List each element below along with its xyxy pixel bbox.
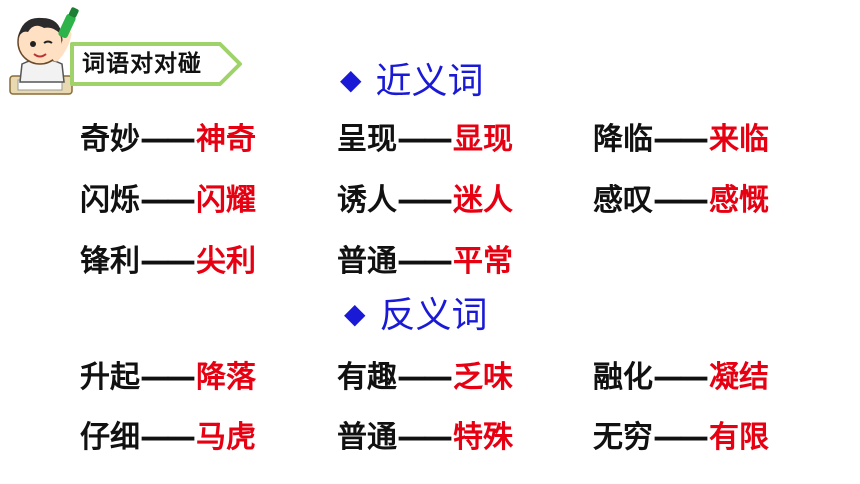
answer: 马虎 — [196, 420, 256, 455]
word-pair: 诱人——迷人 — [337, 179, 513, 223]
word: 诱人 — [337, 183, 397, 218]
dash: —— — [397, 183, 453, 218]
dash: —— — [653, 360, 709, 395]
badge-label: 词语对对碰 — [82, 51, 202, 77]
answer: 显现 — [453, 122, 513, 157]
word-pair: 有趣——乏味 — [337, 356, 513, 400]
word: 降临 — [593, 122, 653, 157]
word: 奇妙 — [80, 122, 140, 157]
word: 锋利 — [80, 244, 140, 279]
word-pair: 奇妙——神奇 — [80, 118, 256, 162]
dash: —— — [397, 420, 453, 455]
answer: 凝结 — [709, 360, 769, 395]
antonym-row: 仔细——马虎 普通——特殊 无穷——有限 — [0, 416, 860, 460]
answer: 尖利 — [196, 244, 256, 279]
dash: —— — [140, 244, 196, 279]
word-pair: 升起——降落 — [80, 356, 256, 400]
synonym-row: 闪烁——闪耀 诱人——迷人 感叹——感慨 — [0, 179, 860, 223]
synonym-row: 锋利——尖利 普通——平常 — [0, 240, 860, 284]
word: 感叹 — [593, 183, 653, 218]
word-pair: 普通——平常 — [337, 240, 513, 284]
answer: 闪耀 — [196, 183, 256, 218]
diamond-icon: ◆ — [340, 63, 362, 96]
synonyms-title: 近义词 — [375, 61, 484, 102]
answer: 降落 — [196, 360, 256, 395]
word: 呈现 — [337, 122, 397, 157]
answer: 特殊 — [453, 420, 513, 455]
word-pair: 感叹——感慨 — [593, 179, 769, 223]
boy-with-marker-icon — [4, 6, 88, 98]
dash: —— — [653, 122, 709, 157]
dash: —— — [653, 183, 709, 218]
answer: 乏味 — [453, 360, 513, 395]
word: 普通 — [337, 420, 397, 455]
dash: —— — [140, 183, 196, 218]
title-badge: 词语对对碰 — [68, 40, 244, 88]
word: 无穷 — [593, 420, 653, 455]
antonym-row: 升起——降落 有趣——乏味 融化——凝结 — [0, 356, 860, 400]
dash: —— — [397, 122, 453, 157]
dash: —— — [653, 420, 709, 455]
word-pair: 仔细——马虎 — [80, 416, 256, 460]
word: 仔细 — [80, 420, 140, 455]
word-pair: 闪烁——闪耀 — [80, 179, 256, 223]
answer: 平常 — [453, 244, 513, 279]
word: 有趣 — [337, 360, 397, 395]
synonym-row: 奇妙——神奇 呈现——显现 降临——来临 — [0, 118, 860, 162]
word-pair: 呈现——显现 — [337, 118, 513, 162]
word: 融化 — [593, 360, 653, 395]
dash: —— — [140, 122, 196, 157]
answer: 神奇 — [196, 122, 256, 157]
word-pair: 锋利——尖利 — [80, 240, 256, 284]
word-pair: 普通——特殊 — [337, 416, 513, 460]
synonyms-heading: ◆ 近义词 — [340, 52, 484, 104]
word: 普通 — [337, 244, 397, 279]
word-pair: 融化——凝结 — [593, 356, 769, 400]
word: 升起 — [80, 360, 140, 395]
word-pair: 降临——来临 — [593, 118, 769, 162]
word-pair: 无穷——有限 — [593, 416, 769, 460]
dash: —— — [140, 360, 196, 395]
dash: —— — [397, 244, 453, 279]
word: 闪烁 — [80, 183, 140, 218]
answer: 迷人 — [453, 183, 513, 218]
answer: 有限 — [709, 420, 769, 455]
dash: —— — [140, 420, 196, 455]
dash: —— — [397, 360, 453, 395]
answer: 来临 — [709, 122, 769, 157]
answer: 感慨 — [709, 183, 769, 218]
antonyms-heading: ◆ 反义词 — [344, 286, 488, 338]
antonyms-title: 反义词 — [379, 295, 488, 336]
diamond-icon: ◆ — [344, 297, 366, 330]
